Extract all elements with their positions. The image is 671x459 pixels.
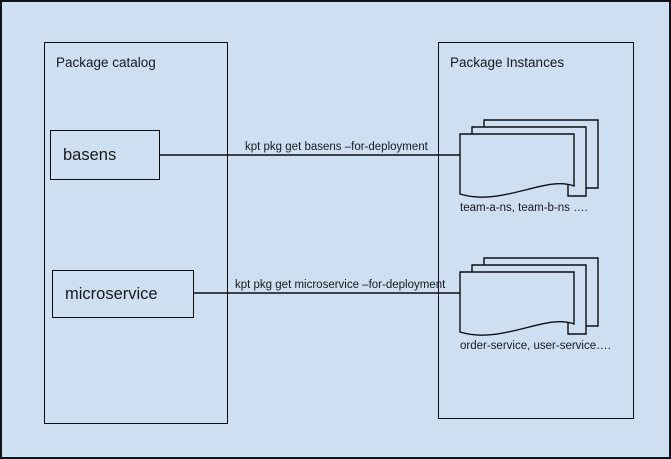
package-box-basens-label: basens [63,145,117,164]
group-package-catalog[interactable] [44,42,228,424]
caption-basens-instances: team-a-ns, team-b-ns …. [460,202,588,214]
arrow-label-microservice: kpt pkg get microservice –for-deployment [235,279,446,291]
package-box-basens[interactable]: basens [50,130,160,180]
package-box-microservice-label: microservice [65,284,158,303]
group-package-instances[interactable] [438,42,634,419]
group-package-instances-title: Package Instances [450,55,565,70]
package-box-microservice[interactable]: microservice [52,270,194,318]
group-package-catalog-title: Package catalog [56,55,156,70]
caption-microservice-instances: order-service, user-service…. [460,340,611,352]
arrow-label-basens: kpt pkg get basens –for-deployment [245,141,428,153]
